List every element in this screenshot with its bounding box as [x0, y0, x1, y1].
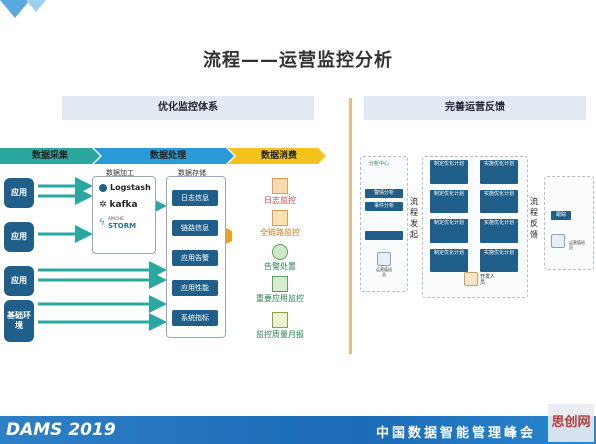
implement-item: 实施优化计划	[480, 160, 518, 184]
source-base-env: 基础环境	[4, 300, 34, 342]
storage-perf: 应用性能	[172, 280, 218, 296]
stage-band	[0, 148, 326, 164]
report-icon	[272, 312, 288, 328]
alert-bell-icon	[272, 244, 288, 260]
trace-monitor-icon	[272, 210, 288, 226]
flow-start-label: 流程发起	[410, 197, 418, 239]
page-title: 流程——运营监控分析	[203, 50, 393, 71]
implement-item: 实施优化计划	[480, 219, 518, 243]
other-analysis	[365, 231, 403, 240]
storage-alert: 应用告警	[172, 250, 218, 266]
consumer-alert: 告警处置	[248, 244, 312, 272]
flow-feedback-label: 流程反馈	[530, 197, 538, 239]
consumer-trace: 全链路监控	[244, 210, 316, 238]
logstash-tool: Logstash	[99, 183, 155, 192]
supervisor-icon	[551, 234, 565, 248]
plan-item: 制定优化计划	[430, 189, 468, 213]
footer-slogan: 中国数据智能管理峰会	[376, 426, 537, 441]
storm-tool: ϟ APACHE STORM	[99, 216, 137, 230]
consumer-report: 监控质量月报	[244, 312, 316, 340]
plan-item: 制定优化计划	[430, 219, 468, 243]
stage-consume: 数据消费	[260, 151, 297, 161]
left-section-header: 优化监控体系	[62, 96, 314, 120]
processing-label: 数据加工	[106, 169, 134, 177]
implement-item: 实施优化计划	[480, 189, 518, 213]
footer-brand: DAMS 2019	[6, 420, 116, 440]
monitor-screen-icon	[272, 276, 288, 292]
storage-metrics: 系统指标	[172, 310, 218, 326]
source-app-2: 应用	[4, 222, 34, 252]
stage-collect: 数据采集	[31, 151, 68, 161]
logstash-icon	[99, 183, 107, 192]
consumer-key-app: 重要应用监控	[244, 276, 316, 304]
plan-item: 制定优化计划	[430, 160, 468, 184]
corner-decoration	[0, 0, 46, 18]
kafka-tool: ✲ kafka	[99, 200, 138, 210]
watermark: 思创网	[548, 404, 594, 442]
footer-bar	[0, 416, 596, 444]
section-divider	[349, 98, 352, 354]
developer-icon	[464, 272, 478, 286]
optimization-grid: 制定优化计划 实施优化计划 制定优化计划 实施优化计划 制定优化计划 实施优化计…	[430, 160, 518, 272]
developer-label: 开发人员	[480, 274, 496, 286]
storage-log: 日志信息	[172, 190, 218, 206]
analysis-center-box: 分析中心 警情分析 事件分析 运营值班员	[360, 156, 408, 292]
supervisor-box: 跟踪 运营值班员	[544, 176, 594, 270]
implement-item: 实施优化计划	[480, 248, 518, 272]
storm-icon: ϟ	[99, 218, 105, 228]
alarm-analysis: 警情分析	[365, 189, 403, 198]
storage-label: 数据存储	[178, 169, 206, 177]
source-app-1: 应用	[4, 178, 34, 208]
storage-trace: 链路信息	[172, 220, 218, 236]
operator-icon	[377, 252, 391, 266]
right-section-header: 完善运营反馈	[364, 96, 586, 120]
consumer-log: 日志监控	[248, 178, 312, 206]
event-analysis: 事件分析	[365, 202, 403, 211]
log-monitor-icon	[272, 178, 288, 194]
stage-process: 数据处理	[149, 151, 186, 161]
track-item: 跟踪	[551, 211, 571, 220]
source-app-3: 应用	[4, 266, 34, 296]
plan-item: 制定优化计划	[430, 248, 468, 272]
flow-arrows	[38, 177, 232, 331]
processing-panel: Logstash ✲ kafka ϟ APACHE STORM	[92, 176, 156, 254]
kafka-icon: ✲	[99, 200, 107, 210]
